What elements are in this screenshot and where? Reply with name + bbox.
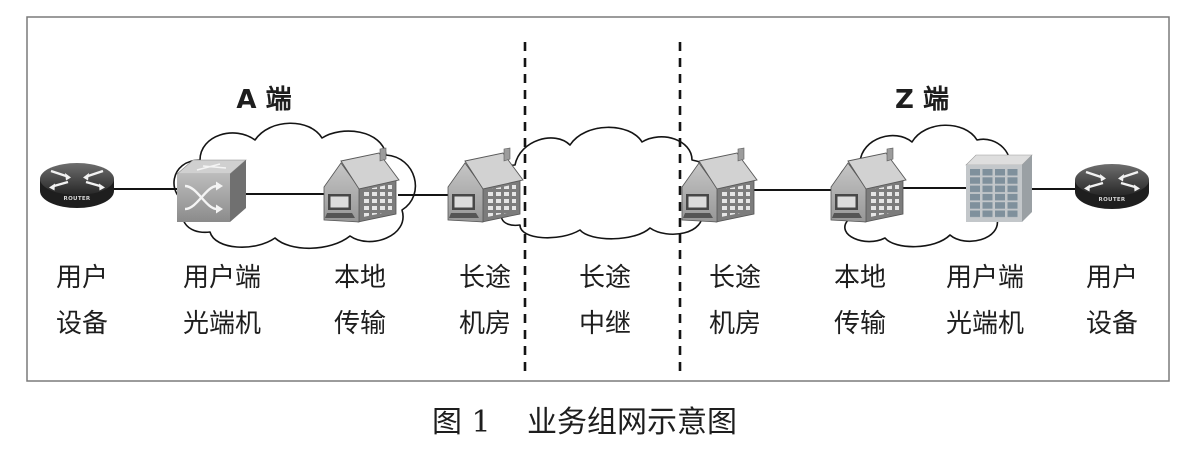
node-label-line2: 光端机 [183,309,261,339]
node-label-line1: 本地 [834,263,886,293]
building-keyboard [325,213,355,218]
node-label-line2: 机房 [459,309,511,339]
router-badge: ROUTER [1099,197,1126,203]
terminal-port-grid [970,169,1018,218]
building-chimney [503,147,511,162]
building-chimney [886,147,894,162]
node-label-line2: 设备 [1086,309,1138,339]
node-label-line1: 用户 [56,263,108,293]
node-label-line1: 长途 [459,263,511,293]
building-chimney [379,147,387,162]
router-badge: ROUTER [64,196,91,202]
node-label-line2: 机房 [709,309,761,339]
building-monitor-screen [330,196,349,208]
node-label-line2: 光端机 [946,309,1024,339]
z-end-label: Z 端 [895,85,949,115]
building-monitor-screen [454,196,473,208]
building-keyboard [683,213,713,218]
building-icon [447,147,524,223]
node-label-line1: 本地 [334,263,386,293]
node-label-line2: 传输 [834,309,886,339]
router-top [1075,164,1149,196]
optical-switch-icon [176,159,247,222]
node-label-line2: 设备 [56,309,108,339]
router-top [40,163,114,195]
node-label-line1: 长途 [579,263,631,293]
router-arrowheads [49,173,105,191]
building-icon [830,147,907,223]
a-end-label: A 端 [236,85,291,115]
building-monitor-screen [688,196,707,208]
building-keyboard [449,213,479,218]
router-arrows [1085,170,1139,189]
building-windows [721,184,750,217]
terminal-side-face [1022,155,1032,222]
figure-frame [26,16,1170,382]
switch-front-arrowheads [216,181,223,214]
building-roof [340,152,400,190]
building-windows [870,184,899,217]
figure-number: 图 1 [432,405,491,440]
node-label-line1: 用户端 [946,263,1024,293]
building-windows [363,184,392,217]
building-windows [487,184,516,217]
node-label-line1: 用户 [1086,263,1138,293]
building-roof [464,152,524,190]
switch-side-face [230,160,246,222]
node-label-line2: 传输 [334,309,386,339]
router-arrowheads [1084,174,1140,192]
node-labels: 用户 设备 用户端 光端机 本地 传输 长途 机房 长途 中继 长途 机房 本地… [56,263,1138,339]
node-label-line2: 中继 [579,309,631,339]
switch-front-arrows [184,184,218,211]
router-icon: ROUTER [1075,164,1149,209]
building-roof [847,152,907,190]
building-roof [698,152,758,190]
terminal-top-face [965,154,1033,166]
node-label-line1: 用户端 [183,263,261,293]
node-label-line1: 长途 [709,263,761,293]
building-monitor-screen [837,196,856,208]
router-arrows [50,169,104,188]
switch-top-arrows [196,163,227,171]
router-icon: ROUTER [40,163,114,208]
optical-terminal-icon [965,154,1033,222]
figure-caption-title: 业务组网示意图 [527,405,737,440]
building-chimney [737,147,745,162]
switch-front-face [177,174,230,222]
building-icon [681,147,758,223]
building-keyboard [832,213,862,218]
building-icon [323,147,400,223]
